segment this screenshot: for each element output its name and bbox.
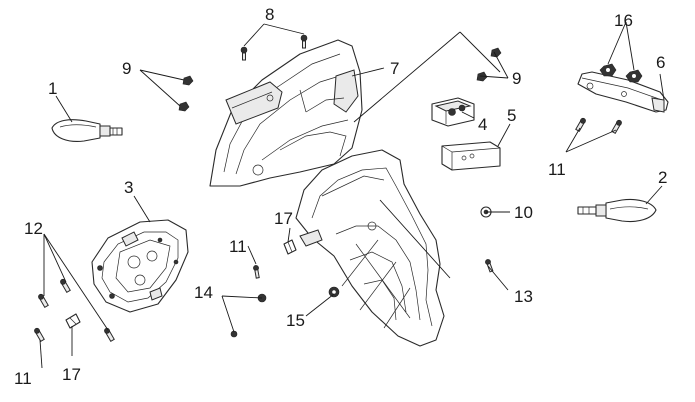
callout-15: 15 (286, 311, 305, 330)
part-16-nuts (599, 63, 643, 83)
part-11-screw-center (253, 265, 260, 279)
rear-fender-assembly (295, 149, 445, 347)
callout-10: 10 (514, 203, 533, 222)
part-4-reflector-block (431, 97, 475, 127)
part-11-screw-lower-left (34, 327, 45, 343)
callout-9-left: 9 (122, 59, 131, 78)
part-15-nut (328, 286, 340, 298)
part-17-clip-center (283, 239, 297, 255)
callout-7: 7 (390, 59, 399, 78)
part-2-right-turn-signal (577, 198, 657, 223)
callout-1: 1 (48, 79, 57, 98)
part-17-clip-lower-left (65, 313, 81, 329)
part-1-left-turn-signal (51, 119, 123, 142)
callout-12: 12 (24, 219, 43, 238)
part-3-plate-light-housing (91, 219, 189, 313)
callout-labels: 1 2 3 4 5 6 7 8 9 9 10 11 11 11 12 13 14… (14, 5, 667, 388)
callout-3: 3 (124, 178, 133, 197)
part-9-nuts-left (178, 75, 194, 112)
part-5-mounting-plate (441, 141, 501, 171)
callout-11-center: 11 (229, 237, 247, 256)
callout-16: 16 (614, 11, 633, 30)
callout-14: 14 (194, 283, 213, 302)
callout-11-right: 11 (548, 160, 566, 179)
part-8-screws (240, 34, 308, 61)
callout-17-center: 17 (274, 209, 293, 228)
leader-lines (39, 21, 665, 369)
callout-5: 5 (507, 106, 516, 125)
part-12-screws (38, 278, 115, 343)
callout-4: 4 (478, 115, 487, 134)
callout-11-lower-left: 11 (14, 369, 32, 388)
part-6-bracket (577, 71, 669, 113)
callout-9-right: 9 (512, 69, 521, 88)
part-11-screws-right (575, 117, 622, 135)
part-13-screw (485, 259, 494, 273)
callout-17-lower-left: 17 (62, 365, 81, 384)
callout-6: 6 (656, 53, 665, 72)
part-7-rear-cowl (209, 39, 363, 187)
callout-8: 8 (265, 5, 274, 24)
callout-13: 13 (514, 287, 533, 306)
callout-2: 2 (658, 168, 667, 187)
part-14-nuts (230, 293, 267, 338)
